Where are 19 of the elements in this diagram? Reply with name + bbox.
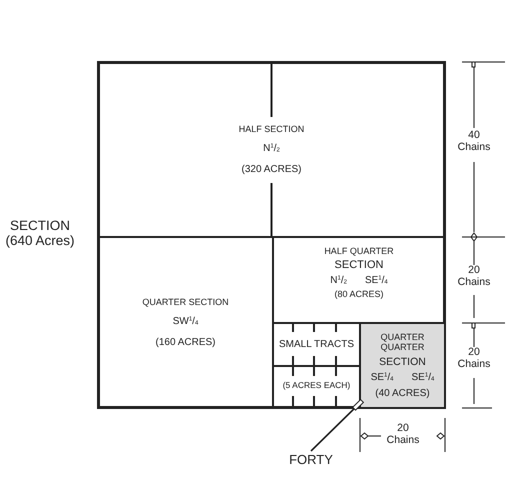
region-title: SECTION	[378, 356, 427, 368]
acreage-label: (80 ACRES)	[333, 289, 385, 300]
parcel-region	[97, 236, 274, 409]
leader-line	[310, 399, 364, 452]
parcel-region	[97, 61, 446, 238]
region-title: SECTION	[334, 259, 384, 272]
region-title: HALF QUARTER	[323, 246, 395, 256]
region-title: SMALL TRACTS	[278, 339, 356, 350]
acreage-label: (320 ACRES)	[240, 164, 303, 176]
acreage-label: (5 ACRES EACH)	[282, 381, 352, 392]
section-square	[98, 62, 445, 408]
section-caption: SECTION (640 Acres)	[4, 219, 76, 249]
shaded-parcel	[359, 322, 446, 409]
region-title: QUARTER SECTION	[141, 296, 230, 308]
region-title: QUARTER QUARTER	[380, 332, 426, 352]
acreage-label: (40 ACRES)	[374, 388, 431, 400]
callout-text: FORTY	[288, 452, 334, 468]
acreage-label: (160 ACRES)	[154, 336, 217, 348]
region-title: HALF SECTION	[238, 124, 306, 134]
